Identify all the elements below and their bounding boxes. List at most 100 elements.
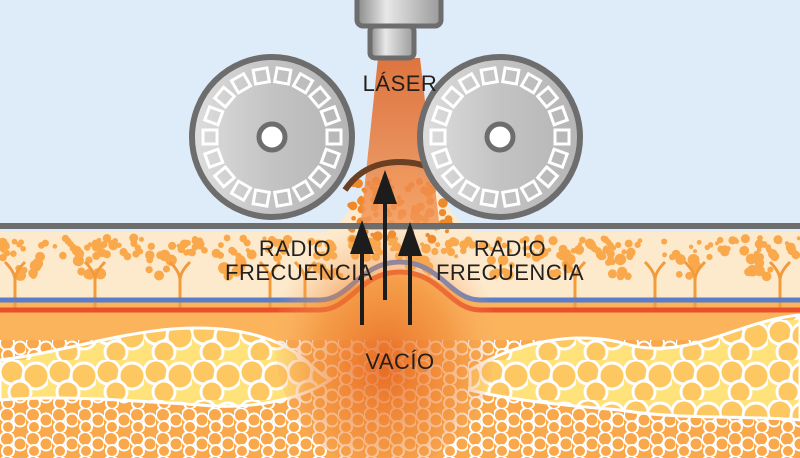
cell-dot <box>52 244 58 249</box>
cell-dot <box>661 238 668 245</box>
rf-right-line1: RADIO <box>473 236 547 261</box>
roller-slot <box>201 128 219 146</box>
fat-lobule-right <box>468 313 800 422</box>
roller-slot <box>272 66 293 86</box>
cell-dot <box>785 242 796 253</box>
right-roller <box>417 54 583 220</box>
cell-dot <box>102 250 111 259</box>
cell-dot <box>497 254 509 266</box>
cell-dot <box>138 236 144 242</box>
laser-label: LÁSER <box>362 71 438 96</box>
cell-dot <box>615 241 622 249</box>
cell-dot <box>60 253 67 260</box>
rf-left-line2: FRECUENCIA <box>225 260 374 285</box>
roller-slot <box>229 179 253 203</box>
cell-dot <box>20 245 27 252</box>
roller-slot <box>229 71 253 95</box>
cell-dot <box>614 253 627 266</box>
cell-dot <box>277 238 284 245</box>
roller-slot <box>500 66 521 86</box>
cell-dot <box>96 237 102 243</box>
cell-dot <box>147 242 155 251</box>
roller-slot <box>307 85 332 110</box>
rf-right-line2: FRECUENCIA <box>435 260 584 285</box>
cell-dot <box>41 239 49 247</box>
cell-dot <box>558 252 566 261</box>
roller-slot <box>202 147 225 170</box>
cell-dot <box>756 247 762 253</box>
cell-dot <box>685 271 694 280</box>
cell-dot <box>438 198 448 208</box>
cell-dot <box>92 240 100 248</box>
cell-dot <box>223 271 233 281</box>
cell-dot <box>579 236 586 244</box>
cell-dot <box>264 245 273 253</box>
roller-slot <box>547 104 570 127</box>
roller-slot <box>429 128 447 146</box>
cell-dot <box>494 239 502 247</box>
cell-dot <box>621 249 627 255</box>
cell-dot <box>626 247 636 257</box>
roller-slot <box>291 179 315 203</box>
roller-slot <box>291 71 315 95</box>
cell-dot <box>765 244 771 250</box>
roller-slot <box>430 147 453 170</box>
cell-dot <box>508 262 515 269</box>
roller-slot <box>553 128 571 146</box>
cell-dot <box>706 253 713 261</box>
roller-hub <box>484 121 516 153</box>
cell-dot <box>162 265 171 273</box>
capillary <box>3 260 27 310</box>
roller-slot <box>547 147 570 170</box>
capillary <box>563 260 587 310</box>
cell-dot <box>231 266 242 277</box>
cell-dot <box>154 270 165 281</box>
roller-slot <box>212 164 237 189</box>
cell-dot <box>277 245 283 252</box>
cell-dot <box>438 208 447 217</box>
roller-slot <box>479 188 500 208</box>
cell-dot <box>168 241 177 250</box>
cell-dot <box>754 265 765 277</box>
cell-dot <box>134 244 142 252</box>
cell-dot <box>725 245 731 252</box>
cell-dot <box>246 249 257 260</box>
cell-dot <box>77 267 86 276</box>
roller-slot <box>457 71 481 95</box>
cell-dot <box>757 235 763 241</box>
cell-dot <box>87 242 93 247</box>
cell-dot <box>102 234 112 243</box>
cell-dot <box>2 242 10 250</box>
cell-dot <box>717 245 725 253</box>
cell-dot <box>534 234 544 244</box>
roller-slot <box>251 188 272 208</box>
cell-dot <box>728 236 737 245</box>
cell-dot <box>519 238 525 244</box>
cell-dot <box>493 268 502 277</box>
radiofrequency-right-label: RADIO FRECUENCIA <box>435 237 585 285</box>
roller-slot <box>479 66 500 86</box>
cell-dot <box>624 272 632 281</box>
cell-dot <box>282 234 293 245</box>
cell-dot <box>796 236 800 241</box>
cell-dot <box>522 245 528 251</box>
cell-dot <box>145 266 153 274</box>
cell-dot <box>791 250 800 260</box>
cell-dot <box>607 269 618 279</box>
cell-dot <box>485 243 491 248</box>
cell-dot <box>675 254 686 265</box>
roller-slot <box>307 164 332 189</box>
cell-dot <box>18 239 24 246</box>
cell-dot <box>10 251 15 256</box>
cell-dot <box>72 255 85 267</box>
cell-dot <box>489 246 494 251</box>
laser-nozzle <box>354 0 444 61</box>
cell-dot <box>526 245 532 251</box>
roller-slot <box>430 104 453 127</box>
cell-dot <box>577 242 582 247</box>
cell-dot <box>108 240 117 248</box>
cell-dot <box>767 266 774 273</box>
roller-slot <box>519 179 543 203</box>
cell-dot <box>196 237 204 245</box>
